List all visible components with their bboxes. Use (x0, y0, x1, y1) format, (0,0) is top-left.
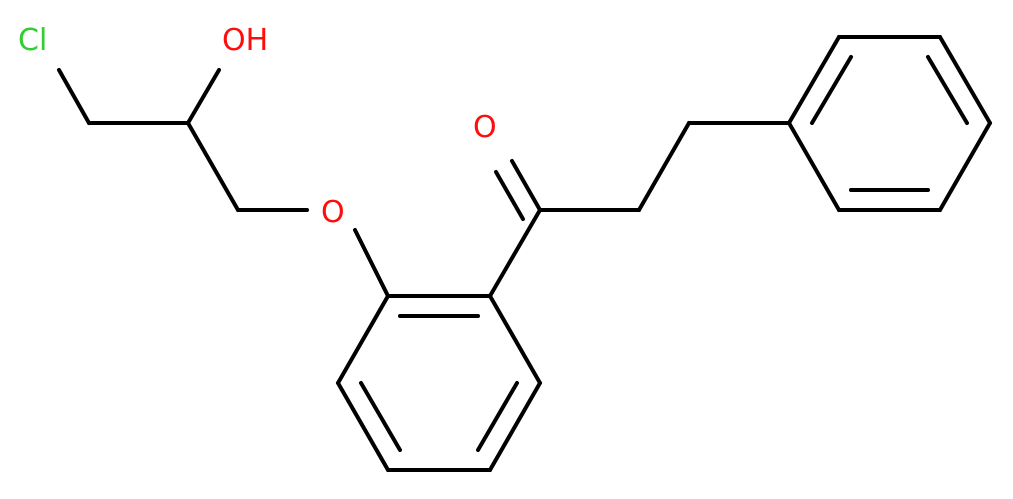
ring2-bond-4 (938, 121, 992, 212)
bond-ch2-ch2 (637, 121, 691, 212)
bond-cl-c1 (57, 68, 91, 125)
ring2-bond-1-inner (810, 55, 853, 125)
ring1-bond-5 (336, 381, 390, 472)
bond-lines (57, 35, 992, 472)
ring1-bond-5-inner (359, 381, 402, 452)
hydroxyl-label: OH (222, 23, 268, 58)
ether-oxygen-label: O (321, 195, 345, 230)
ring1-bond-3-inner (476, 381, 519, 452)
atom-labels: Cl OH O O (18, 23, 497, 230)
bond-c2-c3 (186, 121, 240, 212)
ring1-bond-3 (488, 381, 542, 472)
ring1-bond-6 (336, 294, 390, 385)
carbonyl-oxygen-label: O (473, 110, 497, 145)
bond-ring-carbonyl (488, 208, 542, 298)
bond-carbonyl-double-b (494, 170, 525, 221)
ring1-bond-2 (488, 294, 542, 385)
bond-o-ring (353, 228, 390, 298)
ring2-bond-3-inner (926, 55, 969, 125)
bond-c2-oh (186, 68, 221, 125)
ring2-bond-6 (787, 121, 841, 212)
bond-carbonyl-double-a (510, 159, 542, 212)
chlorine-label: Cl (18, 23, 47, 58)
ring2-bond-1 (787, 35, 841, 125)
ring2-bond-3 (938, 35, 992, 125)
